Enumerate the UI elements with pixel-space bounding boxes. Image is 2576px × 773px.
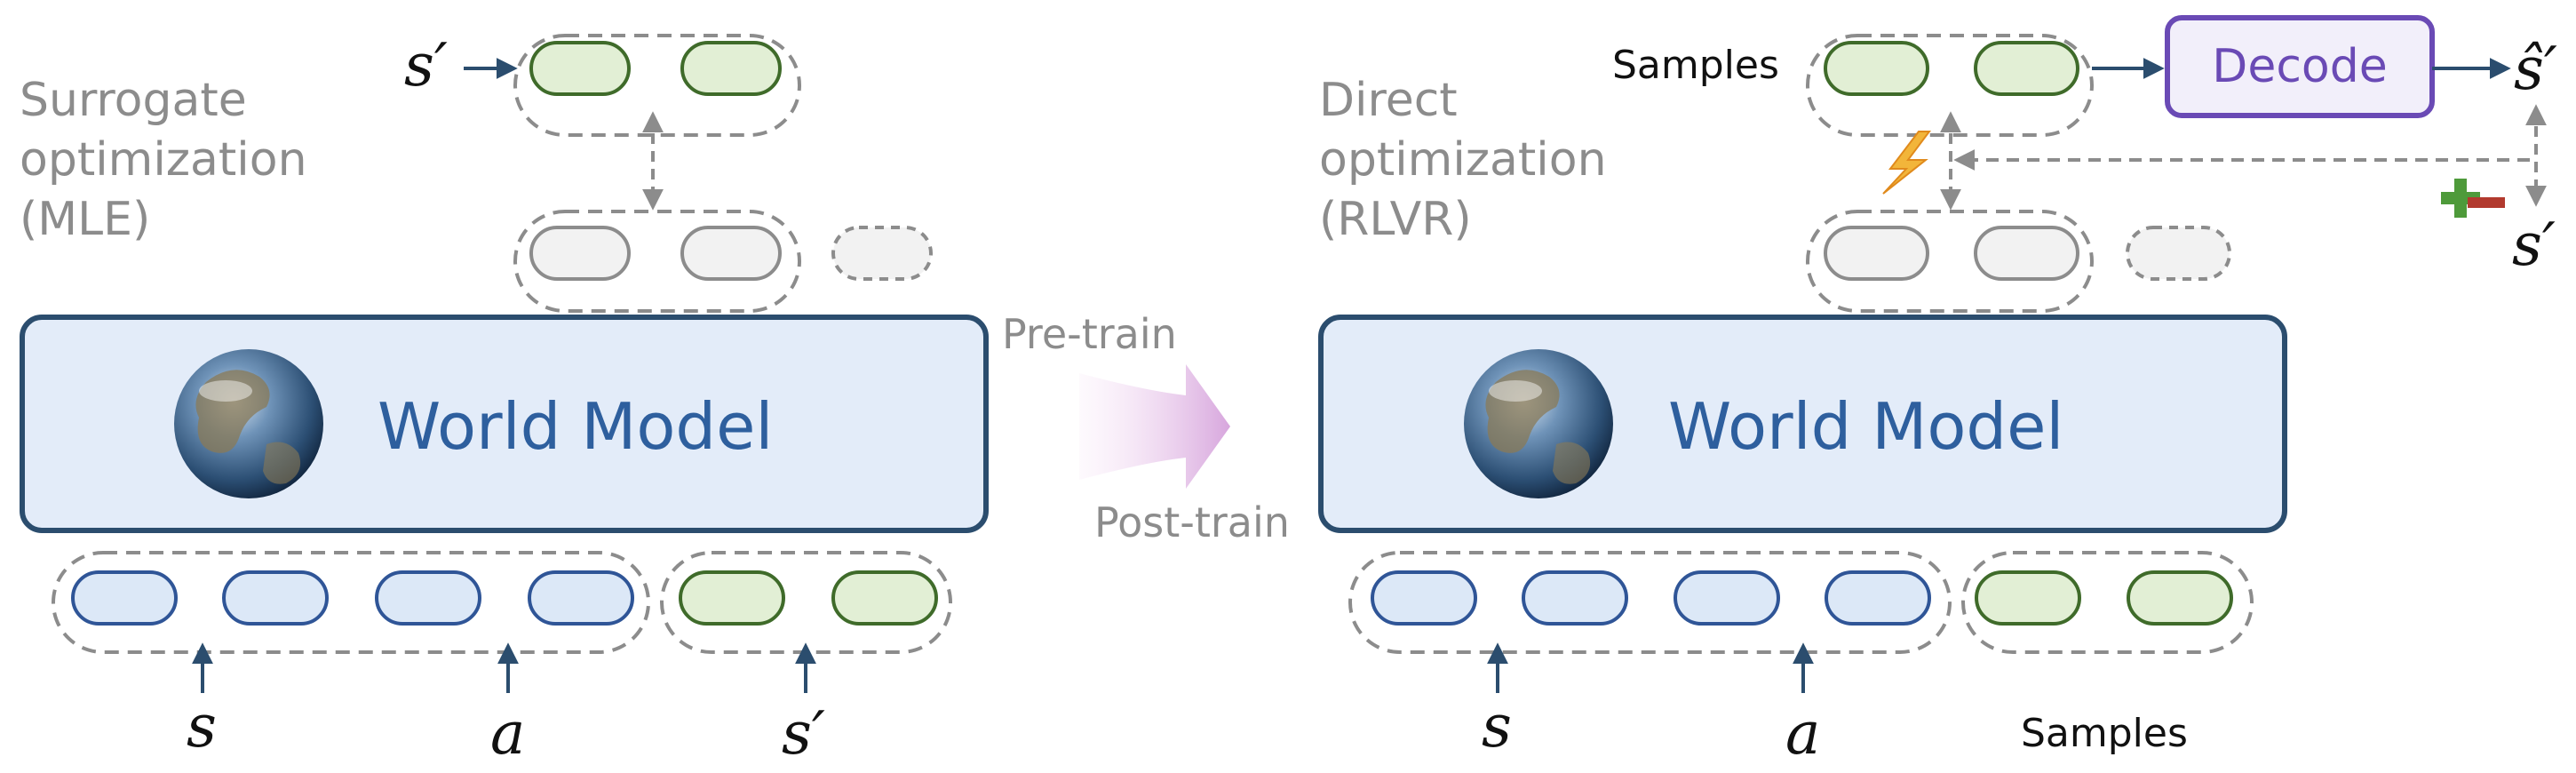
token-blue: [1522, 570, 1628, 626]
lightning-icon: [1882, 131, 1931, 195]
token-green: [679, 570, 785, 626]
token-blue: [71, 570, 178, 626]
left-target-s-prime: s′: [404, 31, 448, 100]
token-gray: [1974, 226, 2079, 281]
right-samples-bottom-label: Samples: [2021, 711, 2188, 756]
plus-minus-icon: [2441, 179, 2505, 218]
right-title-line-1: Direct: [1319, 74, 1458, 127]
left-input-a: a: [490, 699, 525, 768]
decode-label: Decode: [2212, 40, 2387, 93]
left-title-line-1: Surrogate: [20, 74, 247, 127]
right-panel: Direct optimization (RLVR) Samples Decod…: [1318, 15, 2557, 768]
right-samples-top-group: [1806, 34, 2094, 137]
right-prediction-group: [1806, 210, 2231, 313]
globe-icon: [1464, 349, 1613, 498]
transition: Pre-train Post-train: [1002, 310, 1290, 546]
left-title-line-2: optimization: [20, 133, 307, 187]
token-gray: [1824, 226, 1929, 281]
left-next-state-group: [660, 551, 952, 654]
left-target-group: [513, 34, 801, 137]
post-train-label: Post-train: [1094, 498, 1290, 546]
left-input-group: [52, 551, 650, 654]
token-green: [831, 570, 938, 626]
right-input-s: s: [1482, 692, 1512, 761]
right-input-a: a: [1785, 699, 1820, 768]
pre-train-label: Pre-train: [1002, 310, 1177, 358]
token-green: [1974, 41, 2079, 96]
right-title-line-3: (RLVR): [1319, 193, 1472, 246]
token-green: [1824, 41, 1929, 96]
left-title-line-3: (MLE): [20, 193, 150, 246]
right-samples-bottom-group: [1961, 551, 2254, 654]
right-input-group: [1348, 551, 1952, 654]
token-green: [680, 41, 782, 96]
token-gray-pending: [831, 226, 933, 281]
decoded-output-label: ŝ′: [2514, 35, 2557, 103]
left-input-s-prime: s′: [782, 699, 825, 768]
right-samples-top-label: Samples: [1612, 43, 1779, 88]
token-blue: [222, 570, 329, 626]
token-green: [1975, 570, 2081, 626]
transition-arrow-icon: [1079, 364, 1230, 489]
left-prediction-group: [513, 210, 933, 313]
globe-icon: [174, 349, 323, 498]
left-world-model-label: World Model: [378, 389, 773, 464]
right-world-model-label: World Model: [1668, 389, 2063, 464]
right-reference-s-prime: s′: [2512, 211, 2556, 279]
token-green: [2127, 570, 2233, 626]
token-gray-pending: [2126, 226, 2231, 281]
token-gray: [529, 226, 631, 281]
left-input-s: s: [187, 692, 217, 761]
token-gray: [680, 226, 782, 281]
token-green: [529, 41, 631, 96]
left-panel: Surrogate optimization (MLE) s′ World: [20, 31, 989, 768]
right-title-line-2: optimization: [1319, 133, 1607, 187]
token-blue: [528, 570, 634, 626]
token-blue: [375, 570, 481, 626]
token-blue: [1371, 570, 1477, 626]
token-blue: [1674, 570, 1780, 626]
token-blue: [1825, 570, 1931, 626]
